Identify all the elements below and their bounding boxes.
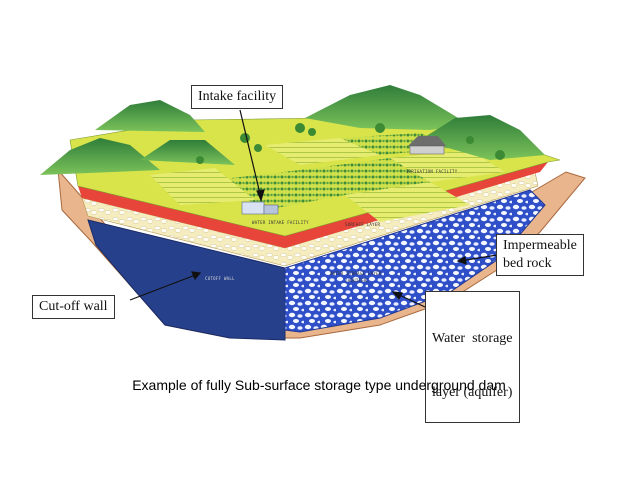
tiny-label-surface: SURFACE LAYER	[345, 222, 380, 227]
field-plot-c	[390, 150, 505, 182]
callout-cutoff-wall-text: Cut-off wall	[39, 299, 108, 314]
tiny-label-aquifer: (AQUIFER)	[345, 278, 369, 283]
callout-impermeable-bedrock: Impermeable bed rock	[496, 234, 584, 276]
callout-cutoff-wall: Cut-off wall	[32, 295, 115, 319]
callout-impermeable-line2: bed rock	[503, 256, 552, 271]
hill-right	[420, 115, 545, 160]
figure-caption: Example of fully Sub-surface storage typ…	[132, 377, 506, 393]
callout-impermeable-line1: Impermeable	[503, 238, 577, 253]
callout-water-storage: Water storage layer (aquifer)	[425, 291, 520, 423]
barn	[408, 136, 446, 155]
field-plot-b	[300, 158, 430, 195]
callout-water-storage-line1: Water storage	[432, 331, 513, 346]
field-plot-a	[215, 170, 345, 210]
callout-intake-facility: Intake facility	[191, 85, 284, 109]
trees	[196, 123, 505, 164]
clay-layer	[78, 162, 548, 248]
tiny-label-irrigation: IRRIGATION FACILITY	[406, 169, 458, 174]
pointer-lines	[129, 109, 498, 308]
field-plot-g	[345, 182, 470, 222]
hill-mid	[140, 140, 235, 165]
tiny-label-water-storage: WATER STORAGE LAYER	[330, 271, 382, 276]
callout-water-storage-line2: layer (aquifer)	[432, 385, 513, 400]
tiny-label-water-intake: WATER INTAKE FACILITY	[252, 220, 309, 225]
field-plot-f	[150, 168, 255, 205]
tiny-label-cutoff: CUTOFF WALL	[205, 276, 235, 281]
field-plot-d	[265, 138, 380, 165]
hill-left-back	[95, 100, 205, 132]
hill-right-back	[305, 85, 470, 130]
intake-building	[241, 201, 279, 215]
hill-left	[40, 138, 160, 175]
callout-intake-facility-text: Intake facility	[198, 89, 277, 104]
